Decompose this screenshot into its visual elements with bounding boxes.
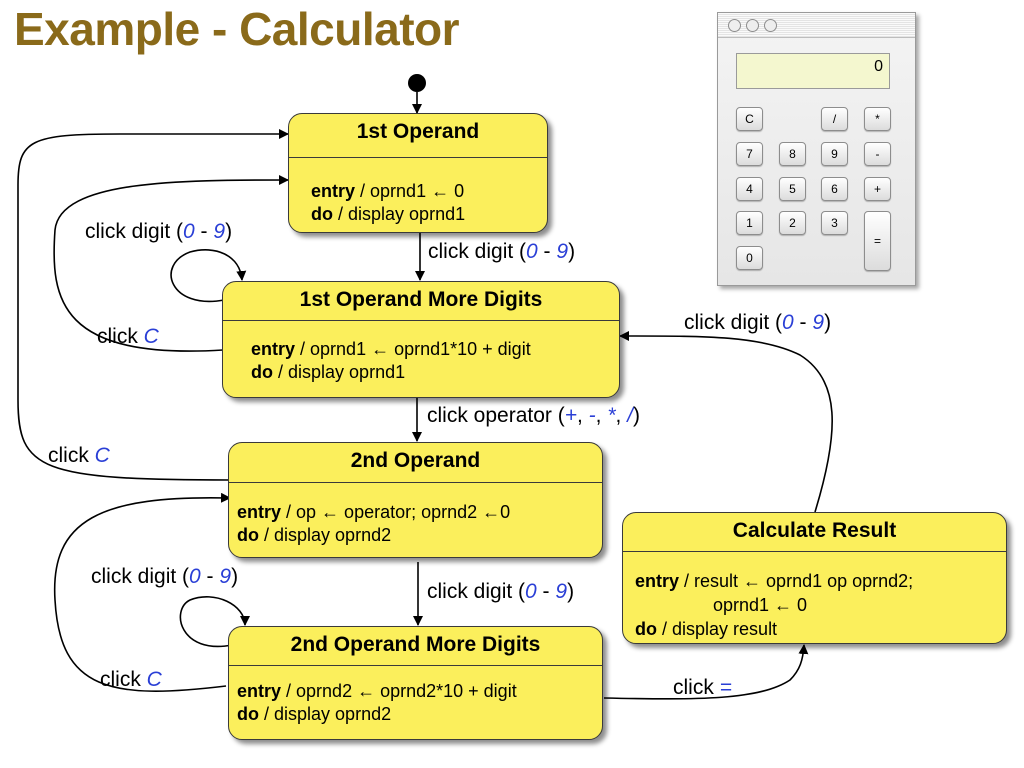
state-divider bbox=[623, 551, 1006, 552]
calc-key-2[interactable]: 2 bbox=[779, 211, 806, 235]
calc-key-plus[interactable]: + bbox=[864, 177, 891, 201]
calc-key-minus[interactable]: - bbox=[864, 142, 891, 166]
arrow-s4-clear-to-s3 bbox=[53, 492, 231, 692]
slide-title: Example - Calculator bbox=[14, 3, 460, 55]
state-actions: entry / oprnd2 ← oprnd2*10 + digit do / … bbox=[237, 680, 517, 726]
do-action: do / display oprnd2 bbox=[237, 525, 392, 545]
state-divider bbox=[223, 320, 619, 321]
state-name: 2nd Operand More Digits bbox=[290, 633, 541, 656]
state-name: 1st Operand More Digits bbox=[299, 288, 543, 311]
do-action: do / display oprnd2 bbox=[237, 704, 392, 724]
entry-action: entry / op ← operator; oprnd2 ←0 bbox=[237, 502, 511, 522]
label-s2-self-click-digit: click digit (0 - 9) bbox=[85, 220, 233, 243]
calc-key-6[interactable]: 6 bbox=[821, 177, 848, 201]
entry-action: entry / result ← oprnd1 op oprnd2; bbox=[635, 571, 914, 591]
entry-action: entry / oprnd2 ← oprnd2*10 + digit bbox=[237, 681, 517, 701]
entry-action: entry / oprnd1 ← 0 bbox=[311, 181, 465, 201]
calc-key-3[interactable]: 3 bbox=[821, 211, 848, 235]
calc-key-clear[interactable]: C bbox=[736, 107, 763, 131]
label-s4-click-clear: click C bbox=[100, 668, 162, 691]
state-actions: entry / op ← operator; oprnd2 ←0 do / di… bbox=[237, 501, 510, 547]
label-s3-click-clear: click C bbox=[48, 444, 110, 467]
do-action: do / display oprnd1 bbox=[251, 362, 406, 382]
label-s1-to-s2-click-digit: click digit (0 - 9) bbox=[428, 240, 576, 263]
arrow-s5-digit-to-s2 bbox=[619, 330, 833, 513]
calculator-titlebar bbox=[718, 13, 915, 38]
arrow-s2-clear-to-s1 bbox=[53, 175, 289, 352]
calc-key-7[interactable]: 7 bbox=[736, 142, 763, 166]
arrow-s4-equals-to-s5 bbox=[603, 644, 809, 700]
window-close-icon[interactable] bbox=[728, 19, 741, 32]
label-s3-to-s4-click-digit: click digit (0 - 9) bbox=[427, 580, 575, 603]
label-s4-self-click-digit: click digit (0 - 9) bbox=[91, 565, 239, 588]
calc-key-1[interactable]: 1 bbox=[736, 211, 763, 235]
calc-key-5[interactable]: 5 bbox=[779, 177, 806, 201]
state-1st-operand-more-digits: 1st Operand More Digits entry / oprnd1 ←… bbox=[222, 281, 620, 398]
state-name: 1st Operand bbox=[356, 120, 480, 143]
calc-key-0[interactable]: 0 bbox=[736, 246, 763, 270]
state-actions: entry / oprnd1 ← 0 do / display oprnd1 bbox=[311, 180, 465, 226]
calc-key-8[interactable]: 8 bbox=[779, 142, 806, 166]
state-name: 2nd Operand bbox=[350, 449, 481, 472]
state-2nd-operand-more-digits: 2nd Operand More Digits entry / oprnd2 ←… bbox=[228, 626, 603, 740]
state-actions: entry / oprnd1 ← oprnd1*10 + digit do / … bbox=[251, 338, 531, 384]
window-minimize-icon[interactable] bbox=[746, 19, 759, 32]
entry-action: entry / oprnd1 ← oprnd1*10 + digit bbox=[251, 339, 531, 359]
arrow-s3-clear-to-s1 bbox=[17, 129, 289, 481]
label-s5-to-s2-click-digit: click digit (0 - 9) bbox=[684, 311, 832, 334]
window-zoom-icon[interactable] bbox=[764, 19, 777, 32]
do-action: do / display oprnd1 bbox=[311, 204, 466, 224]
calc-key-4[interactable]: 4 bbox=[736, 177, 763, 201]
label-s4-to-s5-click-equals: click = bbox=[673, 676, 732, 699]
calc-key-9[interactable]: 9 bbox=[821, 142, 848, 166]
state-1st-operand: 1st Operand entry / oprnd1 ← 0 do / disp… bbox=[288, 113, 548, 233]
state-calculate-result: Calculate Result entry / result ← oprnd1… bbox=[622, 512, 1007, 644]
calc-key-multiply[interactable]: * bbox=[864, 107, 891, 131]
state-actions: entry / result ← oprnd1 op oprnd2; oprnd… bbox=[635, 569, 913, 641]
calc-key-divide[interactable]: / bbox=[821, 107, 848, 131]
state-divider bbox=[289, 157, 547, 158]
state-name: Calculate Result bbox=[732, 519, 897, 542]
state-divider bbox=[229, 482, 602, 483]
label-s2-to-s3-click-operator: click operator (+, -, *, /) bbox=[427, 404, 641, 427]
do-action: do / display result bbox=[635, 619, 778, 639]
label-s2-click-clear: click C bbox=[97, 325, 159, 348]
arrow-s2-self-loop bbox=[170, 249, 247, 303]
initial-state-dot bbox=[408, 74, 426, 92]
arrow-s4-self-loop bbox=[179, 596, 250, 648]
entry-action-continued: oprnd1 ← 0 bbox=[713, 595, 808, 615]
state-divider bbox=[229, 665, 602, 666]
calc-key-equals[interactable]: = bbox=[864, 211, 891, 271]
calculator-window: 0 C / * 7 8 9 - 4 5 6 + 1 2 3 = 0 bbox=[717, 12, 916, 286]
state-2nd-operand: 2nd Operand entry / op ← operator; oprnd… bbox=[228, 442, 603, 558]
calculator-display: 0 bbox=[736, 53, 890, 89]
